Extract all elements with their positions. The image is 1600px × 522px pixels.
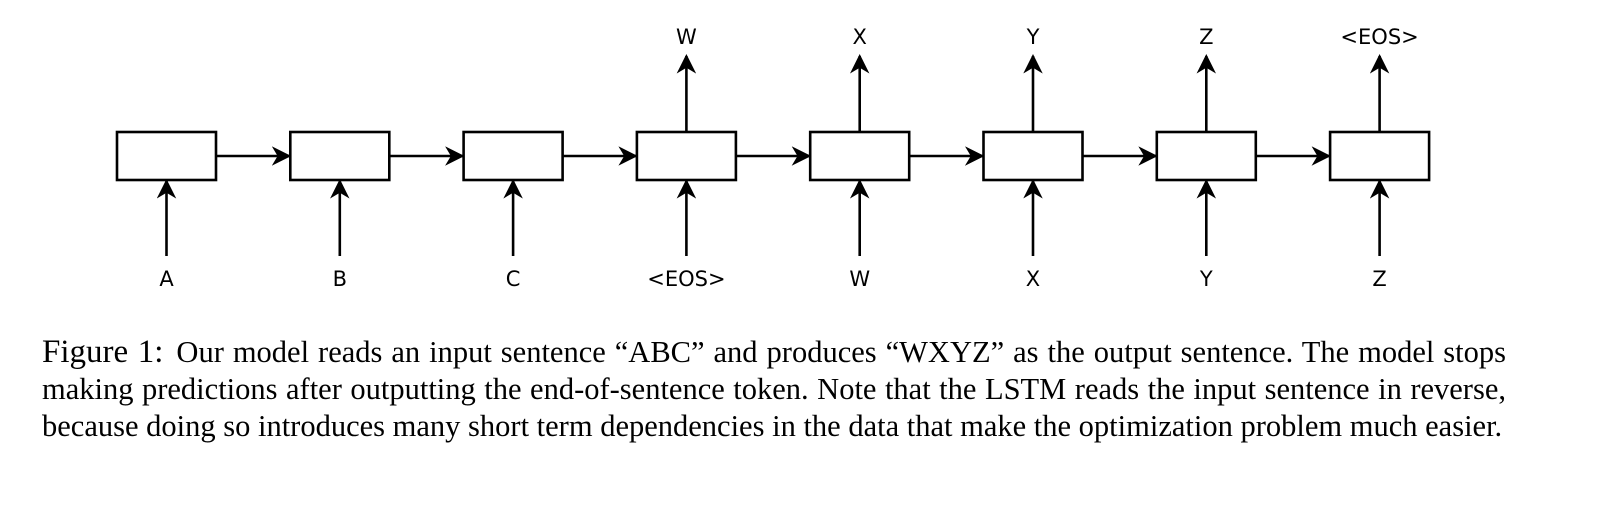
lstm-cell xyxy=(635,130,738,182)
input-token-label: B xyxy=(333,267,347,291)
caption-text: Our model reads an input sentence “ABC” … xyxy=(42,335,1507,443)
lstm-cell xyxy=(1155,130,1258,182)
input-token-label: A xyxy=(159,267,174,291)
input-token-label: C xyxy=(506,267,521,291)
input-token-label: <EOS> xyxy=(647,267,725,291)
seq2seq-diagram: A B C <EOS> W W X X Y Y Z Z <EOS> xyxy=(115,25,1431,291)
output-token-label: W xyxy=(676,25,697,49)
lstm-cell xyxy=(288,130,391,182)
input-token-label: Z xyxy=(1372,267,1386,291)
output-token-label: Y xyxy=(1026,25,1040,49)
caption-label: Figure 1: xyxy=(42,334,164,370)
output-token-label: <EOS> xyxy=(1340,25,1418,49)
lstm-cell xyxy=(115,130,218,182)
input-token-label: W xyxy=(849,267,870,291)
input-token-label: Y xyxy=(1199,267,1213,291)
lstm-cell xyxy=(808,130,911,182)
output-token-label: Z xyxy=(1199,25,1213,49)
lstm-cell xyxy=(462,130,564,182)
lstm-cell xyxy=(982,130,1084,182)
input-token-label: X xyxy=(1026,267,1040,291)
figure-caption: Figure 1: Our model reads an input sente… xyxy=(42,334,1506,445)
output-token-label: X xyxy=(853,25,867,49)
lstm-cell xyxy=(1328,130,1431,182)
